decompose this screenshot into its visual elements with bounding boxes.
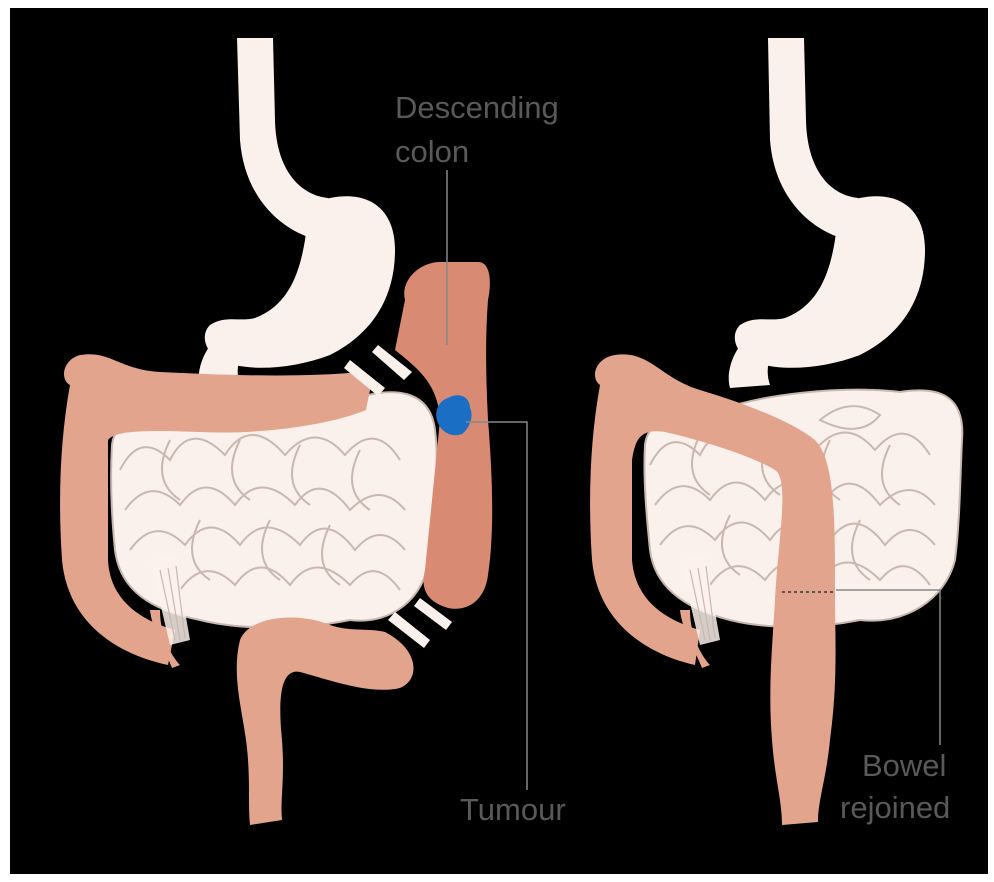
label-bowel-rejoined-line2: rejoined [840,790,950,825]
label-descending-colon-line1: Descending [395,90,559,125]
label-descending-colon-line2: colon [395,134,469,169]
label-tumour: Tumour [460,792,566,827]
label-bowel-rejoined-line1: Bowel [862,748,946,783]
